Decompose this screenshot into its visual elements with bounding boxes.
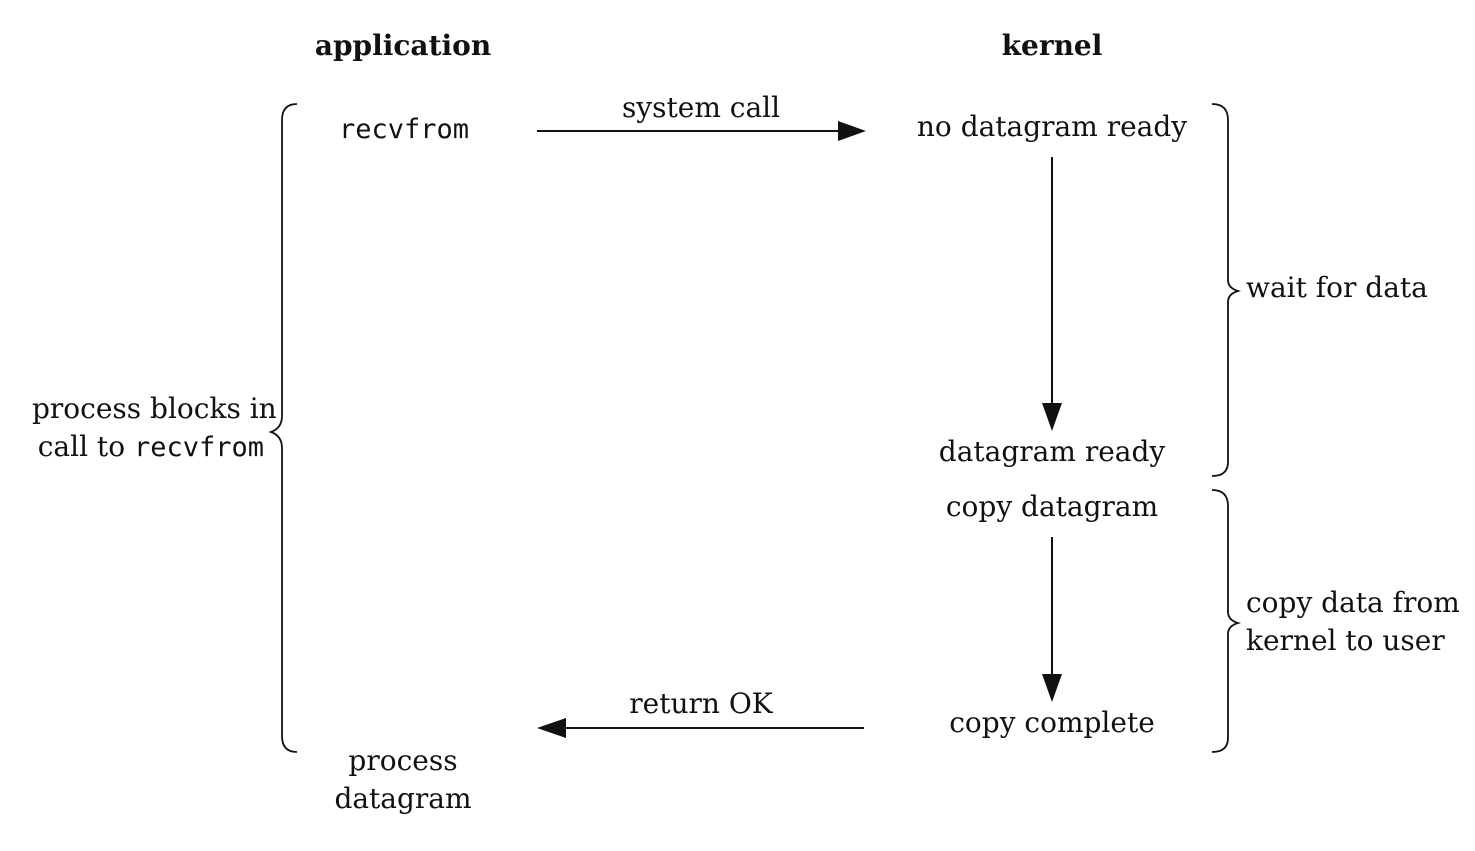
return-ok-arrow xyxy=(537,718,864,738)
recvfrom-call: recvfrom xyxy=(338,114,470,145)
return-ok-label: return OK xyxy=(629,687,773,720)
copy-data-line1: copy data from xyxy=(1246,586,1460,619)
copy-datagram-label: copy datagram xyxy=(945,490,1159,523)
process-blocks-line2-prefix: call to xyxy=(37,430,134,463)
copy-complete-label: copy complete xyxy=(949,706,1155,739)
process-datagram-line1: process xyxy=(348,744,458,777)
wait-brace xyxy=(1211,103,1242,477)
application-header: application xyxy=(314,29,492,62)
process-blocks-label: process blocks in call to recvfrom xyxy=(32,390,277,467)
copy-data-line2: kernel to user xyxy=(1246,624,1445,657)
system-call-label: system call xyxy=(621,91,781,124)
wait-for-data-label: wait for data xyxy=(1246,271,1428,304)
process-blocks-line2: call to recvfrom xyxy=(32,428,264,467)
kernel-header: kernel xyxy=(1001,29,1103,62)
copy-brace xyxy=(1211,489,1242,753)
process-datagram-label: process datagram xyxy=(334,742,471,818)
wait-arrow xyxy=(1042,157,1062,431)
copy-data-label: copy data from kernel to user xyxy=(1246,584,1460,660)
process-blocks-line1: process blocks in xyxy=(32,392,277,425)
process-blocks-recvfrom: recvfrom xyxy=(133,432,264,463)
copy-arrow xyxy=(1042,537,1062,702)
process-datagram-line2: datagram xyxy=(334,782,472,815)
datagram-ready-label: datagram ready xyxy=(938,435,1166,468)
system-call-arrow xyxy=(537,121,866,141)
no-datagram-ready-label: no datagram ready xyxy=(916,110,1188,143)
left-brace xyxy=(268,103,298,753)
